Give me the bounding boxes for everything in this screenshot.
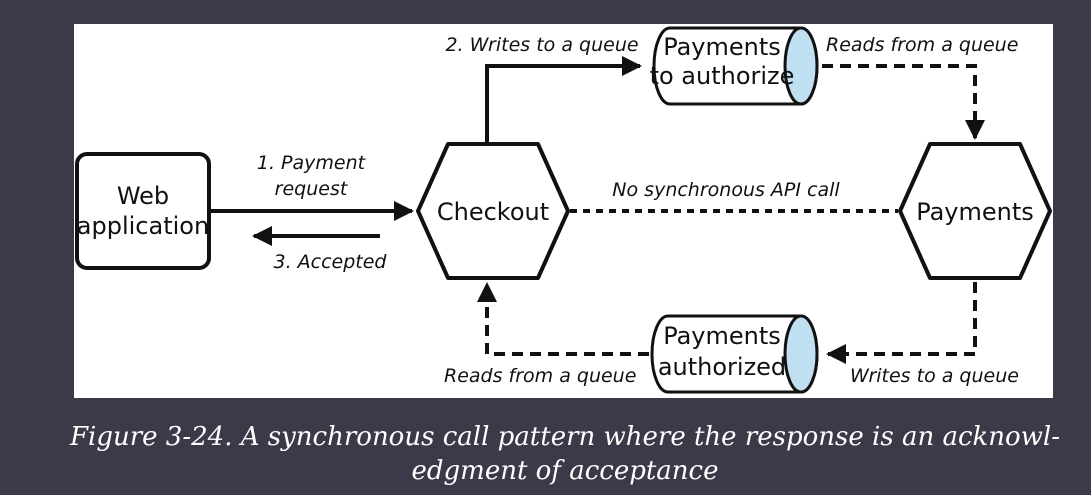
writes-to-queue-bottom-label: Writes to a queue xyxy=(850,365,1019,387)
checkout-node: Checkout xyxy=(416,142,570,280)
reads-from-queue-top-label: Reads from a queue xyxy=(826,34,1018,56)
writes-to-queue-bottom-arrow xyxy=(826,282,977,364)
diagram-panel: Web application Checkout Payments Paymen… xyxy=(74,24,1053,398)
queue-authorized-label-line1: Payments xyxy=(663,322,781,350)
checkout-label: Checkout xyxy=(437,198,549,226)
payment-request-label-line2: request xyxy=(275,178,349,200)
web-application-label-line2: application xyxy=(77,212,209,240)
figure-caption: Figure 3-24. A synchronous call pattern … xyxy=(60,420,1070,488)
reads-from-queue-bottom-arrow xyxy=(477,282,649,356)
queue-authorize-label-line2: to authorize xyxy=(650,62,795,90)
payments-node: Payments xyxy=(898,142,1052,280)
no-sync-call-label: No synchronous API call xyxy=(612,179,840,201)
writes-to-queue-top-arrow xyxy=(485,56,642,142)
web-application-node: Web application xyxy=(75,152,211,270)
figure-caption-line2: edgment of acceptance xyxy=(411,456,719,486)
payments-authorized-queue: Payments authorized xyxy=(650,314,819,394)
queue-authorized-label-line2: authorized xyxy=(658,353,786,381)
accepted-label: 3. Accepted xyxy=(273,251,387,273)
payments-label: Payments xyxy=(916,198,1034,226)
reads-from-queue-bottom-label: Reads from a queue xyxy=(444,365,636,387)
queue-authorize-label-line1: Payments xyxy=(663,33,781,61)
web-application-label-line1: Web xyxy=(117,182,169,210)
writes-to-queue-top-label: 2. Writes to a queue xyxy=(445,34,638,56)
architecture-diagram: Web application Checkout Payments Paymen… xyxy=(75,26,1052,394)
figure-caption-line1: Figure 3-24. A synchronous call pattern … xyxy=(69,422,1061,452)
reads-from-queue-top-arrow xyxy=(822,64,985,140)
payment-request-label-line1: 1. Payment xyxy=(257,152,367,174)
payments-to-authorize-queue: Payments to authorize xyxy=(650,26,819,106)
